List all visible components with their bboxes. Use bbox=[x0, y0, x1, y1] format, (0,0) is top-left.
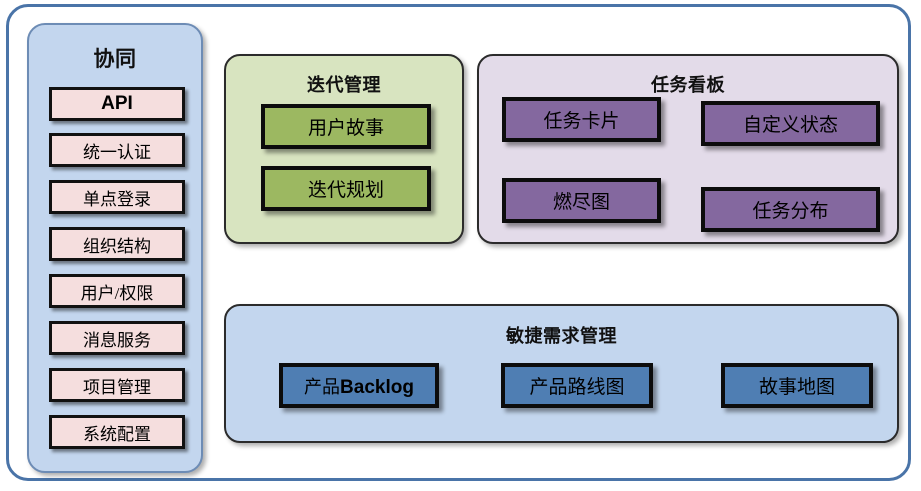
sidebar-item-system-config[interactable]: 系统配置 bbox=[49, 415, 185, 449]
card-product-backlog[interactable]: 产品Backlog bbox=[279, 363, 439, 408]
card-iteration-planning[interactable]: 迭代规划 bbox=[261, 166, 431, 211]
panel-iteration-management: 迭代管理 用户故事 迭代规划 bbox=[224, 54, 464, 244]
card-product-roadmap[interactable]: 产品路线图 bbox=[501, 363, 653, 408]
sidebar-item-api[interactable]: API bbox=[49, 87, 185, 121]
panel-collaboration: 协同 API 统一认证 单点登录 组织结构 用户/权限 消息服务 项目管理 系统… bbox=[27, 23, 203, 473]
panel-agile-requirement-management-title: 敏捷需求管理 bbox=[506, 326, 617, 346]
diagram-outer-frame: 协同 API 统一认证 单点登录 组织结构 用户/权限 消息服务 项目管理 系统… bbox=[6, 4, 911, 481]
sidebar-item-unified-auth[interactable]: 统一认证 bbox=[49, 133, 185, 167]
card-story-map[interactable]: 故事地图 bbox=[721, 363, 873, 408]
card-custom-status[interactable]: 自定义状态 bbox=[701, 101, 880, 146]
sidebar-item-org-structure[interactable]: 组织结构 bbox=[49, 227, 185, 261]
card-product-backlog-label: 产品Backlog bbox=[304, 376, 414, 398]
card-task-card[interactable]: 任务卡片 bbox=[502, 97, 661, 142]
sidebar-item-single-sign-on[interactable]: 单点登录 bbox=[49, 180, 185, 214]
panel-task-board: 任务看板 任务卡片 自定义状态 燃尽图 任务分布 bbox=[477, 54, 899, 244]
panel-collaboration-title: 协同 bbox=[93, 48, 137, 71]
panel-agile-requirement-management: 敏捷需求管理 产品Backlog 产品路线图 故事地图 bbox=[224, 304, 899, 443]
card-user-story[interactable]: 用户故事 bbox=[261, 104, 431, 149]
panel-iteration-management-title: 迭代管理 bbox=[307, 75, 381, 95]
card-task-distribution[interactable]: 任务分布 bbox=[701, 187, 880, 232]
sidebar-item-message-service[interactable]: 消息服务 bbox=[49, 321, 185, 355]
panel-task-board-title: 任务看板 bbox=[651, 75, 725, 95]
card-burndown-chart[interactable]: 燃尽图 bbox=[502, 178, 661, 223]
sidebar-item-user-permission[interactable]: 用户/权限 bbox=[49, 274, 185, 308]
sidebar-item-project-management[interactable]: 项目管理 bbox=[49, 368, 185, 402]
